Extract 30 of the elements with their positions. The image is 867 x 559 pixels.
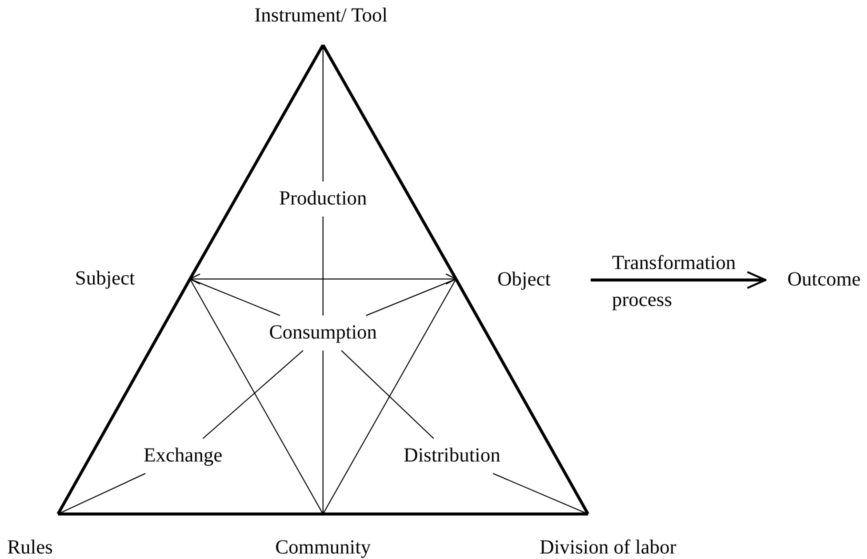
connector-line — [56, 278, 192, 515]
connector-line — [58, 473, 146, 514]
arrow — [590, 271, 766, 289]
vertex-label: Rules — [7, 536, 53, 559]
connector-line — [323, 512, 588, 516]
connector-line — [322, 216, 324, 316]
region-label: Exchange — [144, 444, 222, 468]
connector-line — [202, 350, 304, 439]
connector-line — [366, 278, 456, 316]
connector-line — [340, 350, 434, 439]
connector-line — [492, 473, 588, 514]
vertex-label: Object — [497, 268, 551, 292]
vertex-label: Community — [275, 536, 371, 559]
connector-line — [322, 278, 456, 514]
vertex-label: Instrument/ Tool — [254, 4, 388, 28]
connector-line — [190, 278, 280, 316]
region-label: Production — [279, 188, 367, 210]
region-label: Distribution — [404, 444, 500, 468]
edge-label: Transformation process — [612, 251, 737, 313]
connector-line — [188, 44, 324, 280]
connector-line — [454, 278, 590, 515]
vertex-label: Subject — [75, 268, 135, 290]
vertex-label: Division of labor — [540, 536, 676, 559]
arrow — [189, 273, 457, 285]
connector-line — [322, 44, 458, 280]
connector-line — [58, 512, 323, 516]
outcome-label: Outcome — [787, 268, 861, 292]
region-label: Consumption — [269, 322, 377, 344]
connector-line — [190, 278, 324, 514]
connector-line — [322, 350, 324, 514]
